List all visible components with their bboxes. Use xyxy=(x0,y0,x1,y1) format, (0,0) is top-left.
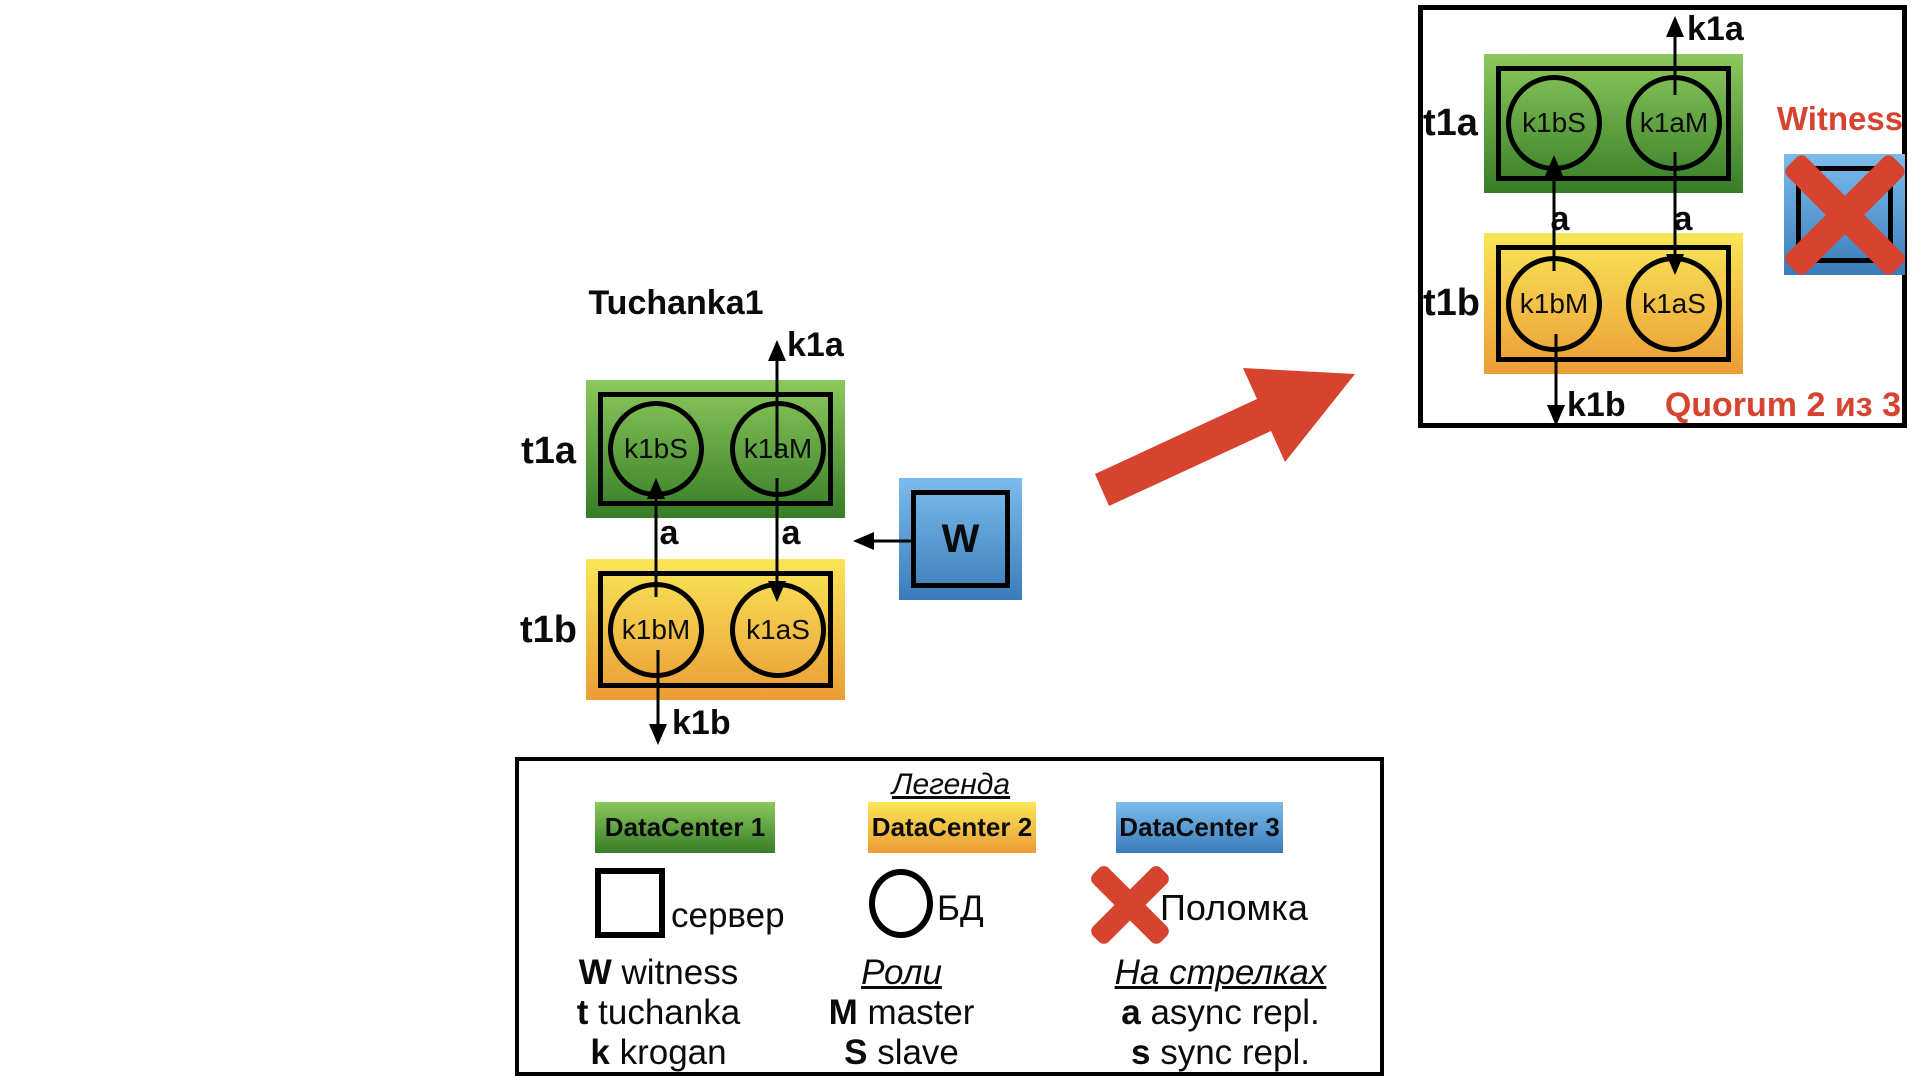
legend-role-slave: S slave xyxy=(799,1033,1004,1073)
quorum-note: Quorum 2 из 3 xyxy=(1664,386,1901,424)
abbr-text: witness xyxy=(621,953,739,992)
server-box-t1a-failover: k1bS k1aM xyxy=(1484,54,1743,193)
arrow-label-async-left: a xyxy=(659,514,679,552)
server-icon xyxy=(595,868,665,938)
abbr-key: a xyxy=(1121,993,1141,1032)
server-symbol-label: сервер xyxy=(671,896,785,935)
legend-datacenter-1: DataCenter 1 xyxy=(595,802,775,853)
abbr-key: s xyxy=(1131,1033,1151,1072)
server-outline xyxy=(598,392,833,506)
failure-symbol-label: Поломка xyxy=(1160,887,1308,928)
server-label-t1b: t1b xyxy=(520,609,577,651)
legend-title: Легенда xyxy=(891,768,1011,801)
failure-icon xyxy=(1088,863,1172,947)
arrow-label-k1a: k1a xyxy=(787,326,844,364)
witness-box: W xyxy=(899,478,1022,600)
arrow-label-k1b: k1b xyxy=(672,704,731,742)
legend-naming-witness: W witness xyxy=(556,953,761,993)
legend-datacenter-2: DataCenter 2 xyxy=(868,802,1036,853)
abbr-key: S xyxy=(844,1033,868,1072)
witness-title: Witness xyxy=(1776,100,1904,137)
arrow-label-async-left: a xyxy=(1550,200,1570,238)
db-node: k1bS xyxy=(608,401,704,497)
legend-role-master: M master xyxy=(799,993,1004,1033)
abbr-text: krogan xyxy=(619,1033,727,1072)
db-node: k1aM xyxy=(1626,75,1722,171)
witness-box-failed xyxy=(1781,151,1908,278)
failover-frame: k1bS k1aM t1a k1bM k1aS t1b Witness k1a … xyxy=(1418,5,1908,428)
server-label-t1a: t1a xyxy=(521,430,576,472)
legend-naming-tuchanka: t tuchanka xyxy=(556,993,761,1033)
legend-arrows-title: На стрелках xyxy=(1114,953,1327,992)
db-symbol-label: БД xyxy=(937,889,984,928)
db-node: k1aS xyxy=(730,582,826,678)
abbr-key: k xyxy=(590,1033,610,1072)
abbr-key: t xyxy=(576,993,589,1032)
abbr-key: M xyxy=(828,993,858,1032)
abbr-text: sync repl. xyxy=(1160,1033,1310,1072)
server-box-t1b-failover: k1bM k1aS xyxy=(1484,233,1743,374)
db-node: k1bM xyxy=(608,582,704,678)
failure-cross-icon xyxy=(1781,151,1908,278)
legend-datacenter-3: DataCenter 3 xyxy=(1116,802,1283,853)
witness-outline xyxy=(1796,166,1893,263)
server-outline xyxy=(1496,66,1731,181)
arrow-label-async-right: a xyxy=(781,514,801,552)
legend-naming-krogan: k krogan xyxy=(556,1033,761,1073)
witness-outline xyxy=(911,490,1010,588)
arrow-label-async-right: a xyxy=(1673,200,1693,238)
legend-box: Легенда DataCenter 1 DataCenter 2 DataCe… xyxy=(515,757,1384,1076)
failover-transition-arrow xyxy=(1095,368,1355,506)
server-label-t1a: t1a xyxy=(1423,102,1478,144)
server-box-t1a: k1bS k1aM xyxy=(586,380,845,518)
db-node: k1bM xyxy=(1506,256,1602,352)
server-label-t1b: t1b xyxy=(1423,282,1480,324)
abbr-text: tuchanka xyxy=(598,993,741,1032)
server-box-t1b: k1bM k1aS xyxy=(586,559,845,700)
server-outline xyxy=(1496,245,1731,362)
arrow-label-k1b: k1b xyxy=(1567,386,1626,424)
legend-roles-title: Роли xyxy=(861,953,942,992)
main-cluster-title: Tuchanka1 xyxy=(588,284,764,322)
db-node: k1aS xyxy=(1626,256,1722,352)
db-node: k1bS xyxy=(1506,75,1602,171)
witness-label: W xyxy=(941,517,980,561)
legend-arrow-async: a async repl. xyxy=(1108,993,1333,1033)
abbr-text: async repl. xyxy=(1150,993,1320,1032)
server-outline xyxy=(598,571,833,688)
db-node: k1aM xyxy=(730,401,826,497)
arrow-label-k1a: k1a xyxy=(1687,10,1744,48)
legend-arrow-sync: s sync repl. xyxy=(1108,1033,1333,1073)
abbr-text: master xyxy=(867,993,975,1032)
abbr-text: slave xyxy=(877,1033,959,1072)
db-icon xyxy=(869,869,933,938)
abbr-key: W xyxy=(578,953,612,992)
